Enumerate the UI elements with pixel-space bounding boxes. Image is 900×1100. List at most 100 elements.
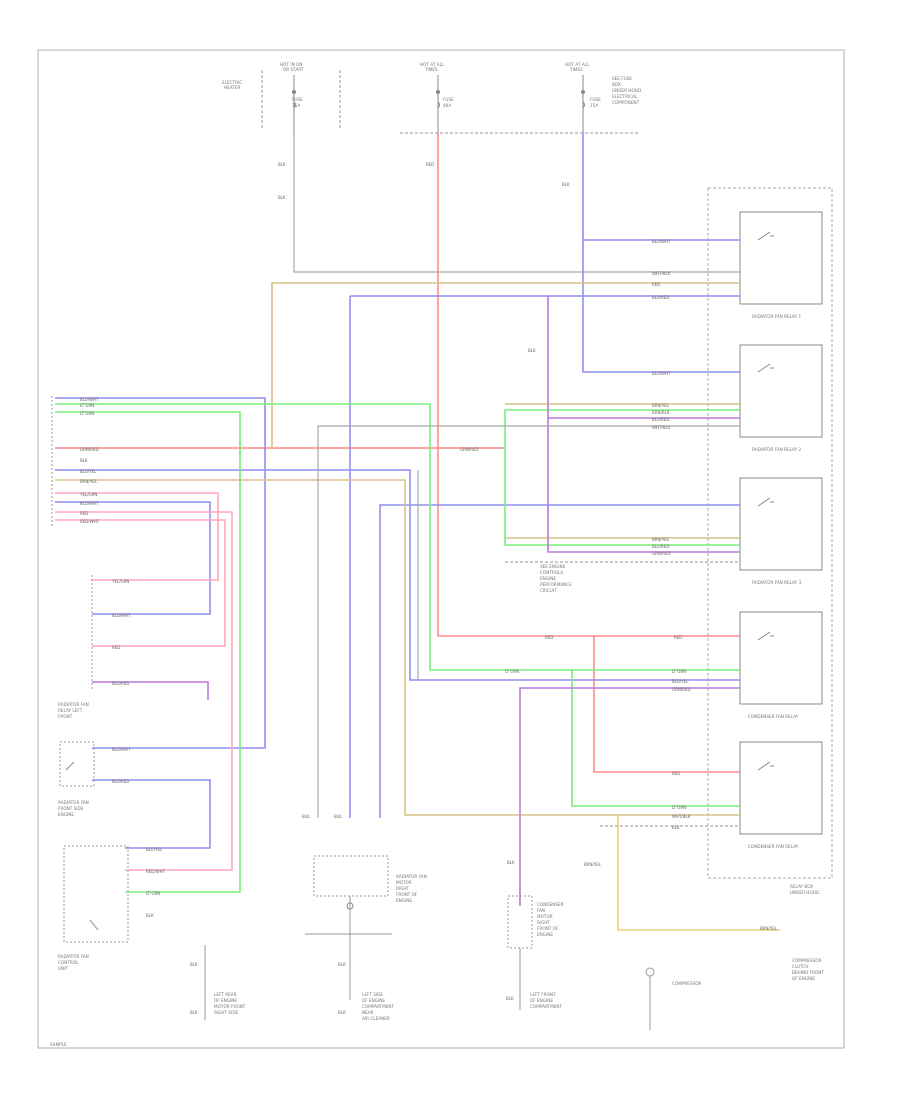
component-blower-b: RADIATOR FAN FRONT SIDE ENGINE <box>58 741 95 817</box>
svg-text:CONDENSER FAN RELAY: CONDENSER FAN RELAY <box>748 714 799 719</box>
svg-text:BLK: BLK <box>506 996 514 1001</box>
svg-text:RADIATOR FAN RELAY 1: RADIATOR FAN RELAY 1 <box>752 314 801 319</box>
svg-text:RELAY BOX: RELAY BOX <box>790 884 813 889</box>
wire-labels: BLU/WHT WHT/BLK RED BLU/RED BLU/WHT BRN/… <box>79 162 778 1015</box>
relay-5: CONDENSER FAN RELAY <box>739 741 823 849</box>
svg-text:BLK: BLK <box>80 458 88 463</box>
svg-text:RADIATOR FAN: RADIATOR FAN <box>58 702 89 707</box>
svg-text:FUSE: FUSE <box>292 97 303 102</box>
ground-g1: LEFT REAR OF ENGINE MOTOR FRONT RIGHT SI… <box>204 945 246 1020</box>
svg-text:LT GRN: LT GRN <box>505 669 519 674</box>
svg-text:GRN/RED: GRN/RED <box>672 687 691 692</box>
svg-text:SEE FUSE: SEE FUSE <box>612 76 632 81</box>
svg-text:OF ENGINE: OF ENGINE <box>214 998 237 1003</box>
condenser-fan-motor: CONDENSER FAN MOTOR RIGHT FRONT OF ENGIN… <box>507 895 564 1010</box>
svg-text:RADIATOR FAN: RADIATOR FAN <box>58 800 89 805</box>
svg-text:COMPARTMENT: COMPARTMENT <box>362 1004 395 1009</box>
svg-text:LT GRN: LT GRN <box>672 805 686 810</box>
wire-purple <box>92 296 740 906</box>
svg-text:OF ENGINE: OF ENGINE <box>362 998 385 1003</box>
svg-text:BLK: BLK <box>146 913 154 918</box>
wire-pink <box>55 492 233 871</box>
svg-text:BLK: BLK <box>190 962 198 967</box>
svg-text:RED: RED <box>674 635 682 640</box>
svg-text:ELECTRICAL: ELECTRICAL <box>612 94 638 99</box>
svg-text:UNIT: UNIT <box>58 966 68 971</box>
svg-text:WHT/BLU: WHT/BLU <box>652 425 671 430</box>
svg-text:FUSE: FUSE <box>443 97 454 102</box>
svg-text:FRONT OF: FRONT OF <box>396 892 418 897</box>
wire-tan <box>55 282 740 816</box>
svg-text:RED: RED <box>672 771 680 776</box>
svg-text:HOT AT ALL: HOT AT ALL <box>420 62 445 67</box>
svg-text:OF ENGINE: OF ENGINE <box>530 998 553 1003</box>
svg-text:BLU/RED: BLU/RED <box>652 295 669 300</box>
svg-text:CIRCUIT: CIRCUIT <box>540 588 557 593</box>
svg-text:BRN/BLK: BRN/BLK <box>652 410 670 415</box>
svg-text:FRONT SIDE: FRONT SIDE <box>58 806 84 811</box>
svg-text:RED: RED <box>426 162 434 167</box>
svg-text:LT GRN: LT GRN <box>80 403 94 408</box>
svg-text:15A: 15A <box>292 103 300 108</box>
svg-text:COMPARTMENT: COMPARTMENT <box>530 1004 563 1009</box>
svg-text:TIMES: TIMES <box>424 67 438 72</box>
svg-text:PERFORMANCE: PERFORMANCE <box>540 582 572 587</box>
svg-text:ENGINE: ENGINE <box>537 932 553 937</box>
svg-text:BLK: BLK <box>528 348 536 353</box>
svg-text:BRN/YEL: BRN/YEL <box>80 479 98 484</box>
svg-text:40A: 40A <box>443 103 451 108</box>
svg-text:LEFT FRONT: LEFT FRONT <box>530 992 556 997</box>
svg-text:BLU/RED: BLU/RED <box>652 544 669 549</box>
svg-text:LEFT REAR: LEFT REAR <box>214 992 237 997</box>
svg-text:RED: RED <box>545 635 553 640</box>
svg-text:BLU/RED: BLU/RED <box>112 681 129 686</box>
svg-text:BLU/WHT: BLU/WHT <box>80 501 99 506</box>
ecm-note: SEE ENGINE CONTROLS ENGINE PERFORMANCE C… <box>540 564 572 593</box>
svg-text:LT GRN: LT GRN <box>672 669 686 674</box>
svg-text:BLU/WHT: BLU/WHT <box>80 397 99 402</box>
svg-text:BLU/YEL: BLU/YEL <box>672 679 689 684</box>
svg-text:RED: RED <box>112 645 120 650</box>
svg-text:AIR CLEANER: AIR CLEANER <box>362 1016 390 1021</box>
svg-text:FRONT OF: FRONT OF <box>537 926 559 931</box>
svg-text:SEE ENGINE: SEE ENGINE <box>540 564 566 569</box>
svg-text:ELECTRIC: ELECTRIC <box>222 80 242 85</box>
relay-2: RADIATOR FAN RELAY 2 <box>739 344 823 452</box>
svg-text:BLK: BLK <box>190 1010 198 1015</box>
svg-text:WHT/BLK: WHT/BLK <box>672 814 691 819</box>
svg-text:BLU/RED: BLU/RED <box>652 417 669 422</box>
svg-text:BLU/WHT: BLU/WHT <box>112 747 131 752</box>
fuse-symbol <box>292 75 585 133</box>
svg-text:BLU/YEL: BLU/YEL <box>80 469 97 474</box>
svg-text:LT GRN: LT GRN <box>146 891 160 896</box>
svg-text:RIGHT: RIGHT <box>396 886 410 891</box>
svg-text:RELAY LEFT: RELAY LEFT <box>58 708 83 713</box>
svg-text:BLU/WHT: BLU/WHT <box>652 371 671 376</box>
svg-text:BLK: BLK <box>278 195 286 200</box>
svg-text:MOTOR: MOTOR <box>537 914 553 919</box>
compressor-clutch: COMPRESSOR COMPRESSOR CLUTCH BEHIND FRON… <box>645 958 824 1030</box>
svg-text:BLU/WHT: BLU/WHT <box>112 613 131 618</box>
svg-text:HEATER: HEATER <box>224 85 241 90</box>
wire-green <box>55 403 740 893</box>
svg-text:COMPRESSOR: COMPRESSOR <box>792 958 822 963</box>
wire-blue <box>55 133 740 849</box>
svg-text:GRN/RED: GRN/RED <box>652 551 671 556</box>
svg-text:TIMES: TIMES <box>569 67 583 72</box>
svg-text:GRN/RED: GRN/RED <box>460 447 479 452</box>
svg-text:BLU/RED: BLU/RED <box>112 779 129 784</box>
svg-text:LT GRN: LT GRN <box>80 411 94 416</box>
svg-text:BRN/YEL: BRN/YEL <box>760 926 778 931</box>
diagram-border <box>37 49 845 1049</box>
svg-text:COMPONENT: COMPONENT <box>612 100 640 105</box>
svg-text:CONTROL: CONTROL <box>58 960 79 965</box>
svg-text:FAN: FAN <box>537 908 545 913</box>
svg-text:CONTROLS: CONTROLS <box>540 570 563 575</box>
svg-text:BRN/YEL: BRN/YEL <box>584 862 602 867</box>
svg-text:NEAR: NEAR <box>362 1010 374 1015</box>
svg-text:CLUTCH: CLUTCH <box>792 964 809 969</box>
wire-gray <box>293 130 740 827</box>
svg-text:YEL/GRN: YEL/GRN <box>79 492 97 497</box>
relay-4: CONDENSER FAN RELAY <box>739 611 823 719</box>
